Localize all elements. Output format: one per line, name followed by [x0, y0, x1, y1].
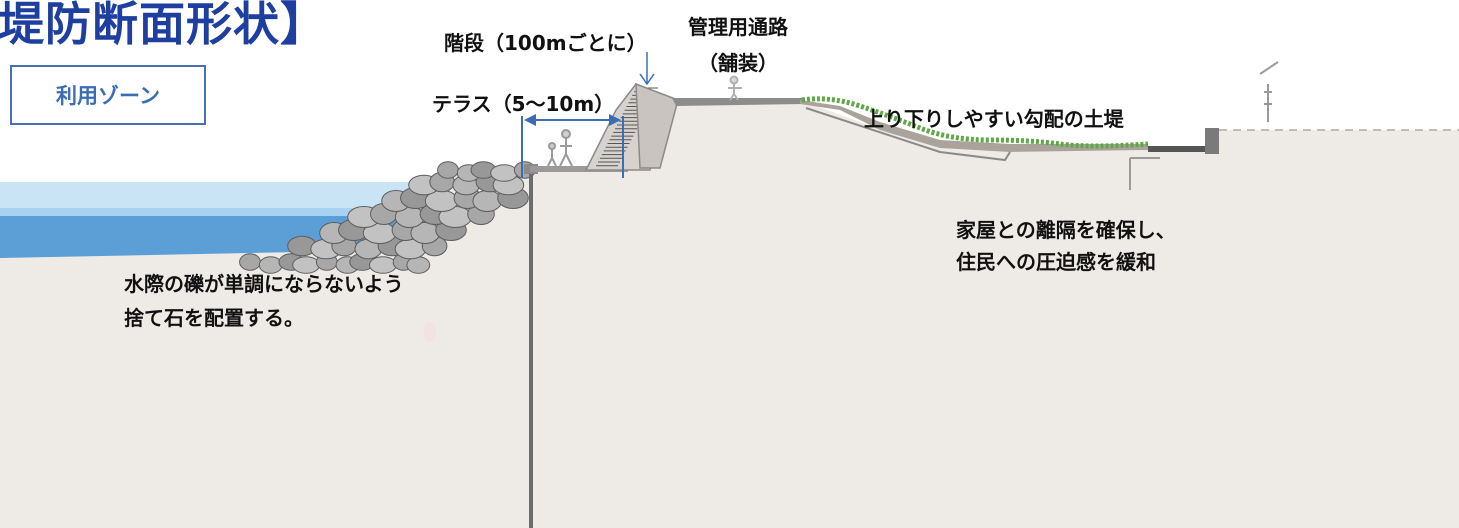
label-house-line2: 住民への圧迫感を緩和	[956, 250, 1156, 274]
page-title: 堤防断面形状】	[0, 0, 327, 51]
riprap-stones	[239, 161, 536, 274]
water-highlight	[0, 208, 460, 216]
management-road	[672, 98, 802, 106]
label-slope: 上り下りしやすい勾配の土堤	[864, 107, 1124, 131]
label-stairs: 階段（100mごとに）	[444, 31, 647, 55]
house-floor	[1205, 128, 1219, 154]
house-foundation	[1129, 157, 1160, 190]
zone-label: 利用ゾーン	[56, 84, 160, 108]
label-terrace: テラス（5〜10m）	[432, 92, 615, 116]
slope-base	[805, 107, 1011, 162]
person-walker	[728, 75, 742, 101]
person-child	[547, 142, 557, 167]
house-footing	[1148, 146, 1210, 152]
stairs-pointer-head	[639, 73, 655, 86]
zone-label-box: 利用ゾーン	[10, 65, 206, 125]
person-adult	[559, 129, 573, 167]
terrace-arrowhead-right	[609, 114, 621, 126]
grass	[801, 96, 1149, 149]
ground	[0, 100, 1459, 528]
label-road-line2: （舗装）	[698, 51, 778, 75]
label-road-line1: 管理用通路	[688, 15, 788, 39]
label-house-line1: 家屋との離隔を確保し、	[956, 218, 1176, 242]
stone	[490, 164, 519, 182]
embankment-face	[635, 82, 679, 169]
stone	[437, 161, 459, 179]
antenna	[1259, 61, 1279, 122]
label-stone-line2: 捨て石を配置する。	[124, 306, 304, 330]
stone	[472, 190, 503, 212]
terrace-arrowhead-left	[524, 114, 536, 126]
terrace	[530, 166, 628, 172]
label-stone-line1: 水際の礫が単調にならないよう	[124, 272, 404, 296]
bed-shadow	[424, 322, 436, 342]
